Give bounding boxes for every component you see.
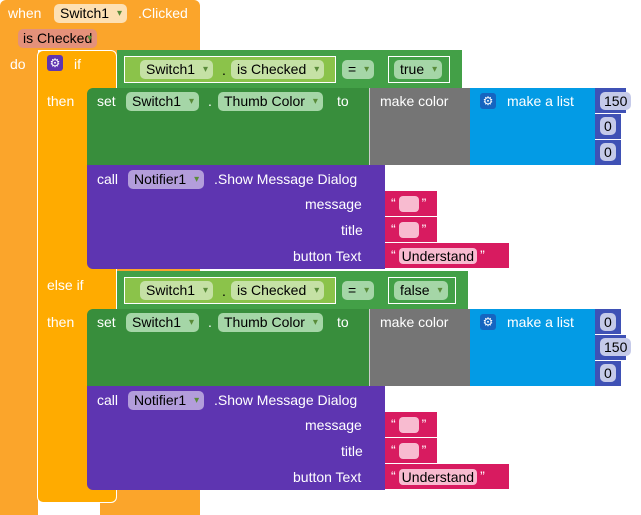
message-label: message bbox=[305, 196, 362, 212]
set-property-dropdown[interactable]: Thumb Color bbox=[218, 92, 323, 111]
make-list-label: make a list bbox=[507, 314, 574, 330]
notifier-dropdown[interactable]: Notifier1 bbox=[128, 170, 205, 189]
call-label: call bbox=[97, 392, 119, 408]
make-list-label: make a list bbox=[507, 93, 574, 109]
then-label: then bbox=[47, 93, 75, 109]
make-color-block[interactable] bbox=[369, 88, 470, 165]
do-label: do bbox=[10, 56, 26, 72]
boolean-dropdown[interactable]: true bbox=[394, 60, 443, 79]
event-name: .Clicked bbox=[138, 5, 188, 21]
cond-property-dropdown[interactable]: is Checked bbox=[231, 60, 325, 79]
operator-dropdown[interactable]: = bbox=[342, 60, 375, 79]
title-text[interactable] bbox=[398, 443, 419, 460]
number-value[interactable]: 150 bbox=[600, 338, 632, 356]
is-checked-param[interactable]: is Checked bbox=[18, 29, 98, 48]
dot: . bbox=[208, 93, 212, 109]
button-text-label: button Text bbox=[293, 248, 362, 264]
title-text[interactable] bbox=[398, 222, 419, 239]
mutator-gear-icon[interactable]: ⚙ bbox=[47, 55, 63, 71]
make-color-label: make color bbox=[380, 93, 449, 109]
if-label: if bbox=[74, 56, 81, 72]
title-label: title bbox=[341, 443, 363, 459]
make-color-block[interactable] bbox=[369, 309, 470, 386]
dot: . bbox=[222, 62, 226, 78]
message-text[interactable] bbox=[398, 196, 419, 213]
then-label-2: then bbox=[47, 314, 75, 330]
set-label: set bbox=[97, 93, 116, 109]
event-block-body bbox=[0, 48, 38, 515]
set-property-dropdown[interactable]: Thumb Color bbox=[218, 313, 323, 332]
message-label: message bbox=[305, 417, 362, 433]
number-value[interactable]: 0 bbox=[600, 143, 616, 161]
to-label: to bbox=[337, 314, 349, 330]
cond-component-dropdown[interactable]: Switch1 bbox=[140, 281, 214, 300]
set-label: set bbox=[97, 314, 116, 330]
cond-component-dropdown[interactable]: Switch1 bbox=[140, 60, 214, 79]
message-text[interactable] bbox=[398, 417, 419, 434]
notifier-dropdown[interactable]: Notifier1 bbox=[128, 391, 205, 410]
button-text-label: button Text bbox=[293, 469, 362, 485]
else-if-label: else if bbox=[47, 277, 84, 293]
button-text[interactable]: Understand bbox=[398, 248, 478, 265]
button-text[interactable]: Understand bbox=[398, 469, 478, 486]
dot: . bbox=[208, 314, 212, 330]
cond-property-dropdown[interactable]: is Checked bbox=[231, 281, 325, 300]
number-value[interactable]: 0 bbox=[600, 364, 616, 382]
number-value[interactable]: 150 bbox=[600, 92, 632, 110]
when-label: when bbox=[8, 5, 42, 21]
set-component-dropdown[interactable]: Switch1 bbox=[126, 92, 200, 111]
dot: . bbox=[222, 283, 226, 299]
number-value[interactable]: 0 bbox=[600, 117, 616, 135]
title-label: title bbox=[341, 222, 363, 238]
operator-dropdown[interactable]: = bbox=[342, 281, 375, 300]
number-value[interactable]: 0 bbox=[600, 313, 616, 331]
mutator-gear-icon[interactable]: ⚙ bbox=[480, 93, 496, 109]
method-name: .Show Message Dialog bbox=[214, 392, 358, 408]
set-component-dropdown[interactable]: Switch1 bbox=[126, 313, 200, 332]
to-label: to bbox=[337, 93, 349, 109]
call-label: call bbox=[97, 171, 119, 187]
boolean-dropdown[interactable]: false bbox=[394, 281, 448, 300]
mutator-gear-icon[interactable]: ⚙ bbox=[480, 314, 496, 330]
method-name: .Show Message Dialog bbox=[214, 171, 358, 187]
event-component-dropdown[interactable]: Switch1 bbox=[54, 4, 128, 23]
make-color-label: make color bbox=[380, 314, 449, 330]
